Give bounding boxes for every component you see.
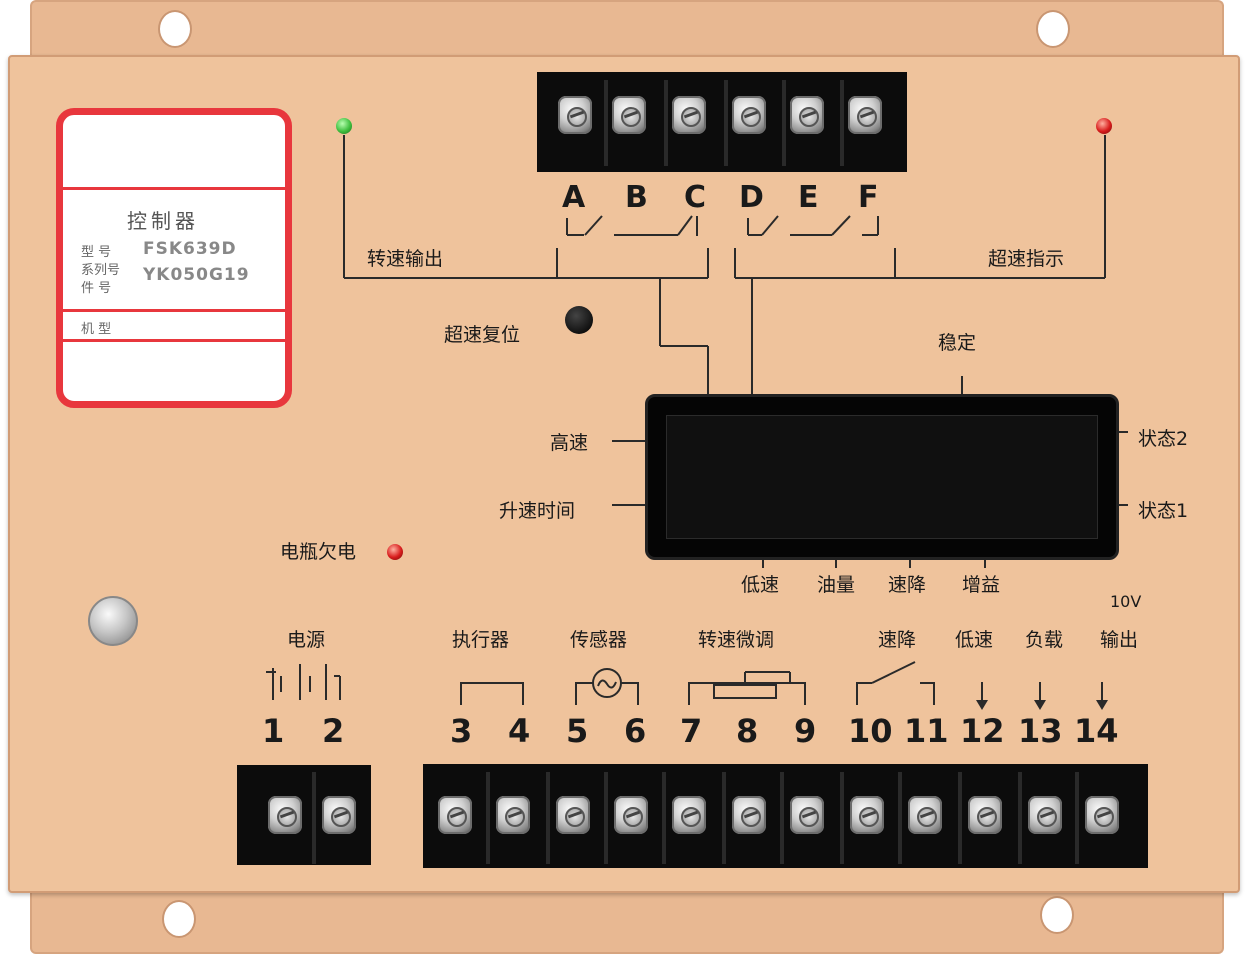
mount-hole — [1036, 10, 1070, 48]
terminal-number-11: 11 — [904, 712, 949, 750]
label-machine-caption: 机 型 — [81, 322, 112, 337]
battery-low-label: 电瓶欠电 — [280, 541, 357, 563]
voltage-label: 10V — [1110, 592, 1142, 611]
terminal-letter-b: B — [625, 180, 648, 215]
gain-label: 增益 — [962, 574, 1001, 596]
terminal-divider — [1018, 772, 1022, 864]
battery-low-led — [387, 544, 403, 560]
label-model-value: FSK639D — [143, 239, 237, 259]
overspeed-reset-button[interactable] — [565, 306, 593, 334]
label-model-caption: 型 号 — [81, 245, 112, 260]
terminal-letter-f: F — [858, 180, 879, 215]
bottom-terminal-screw-2[interactable] — [322, 796, 356, 834]
top-terminal-screw-d[interactable] — [732, 96, 766, 134]
terminal-divider — [840, 80, 844, 166]
bottom-terminal-screw-10[interactable] — [850, 796, 884, 834]
bottom-terminal-screw-4[interactable] — [496, 796, 530, 834]
top-terminal-screw-a[interactable] — [558, 96, 592, 134]
terminal-divider — [546, 772, 550, 864]
terminal-number-9: 9 — [794, 712, 817, 750]
terminal-divider — [486, 772, 490, 864]
droop-adjust-label: 速降 — [888, 574, 927, 596]
mount-hole — [162, 900, 196, 938]
top-terminal-block — [537, 72, 907, 172]
terminal-divider — [958, 772, 962, 864]
terminal-number-13: 13 — [1018, 712, 1063, 750]
terminal-number-3: 3 — [450, 712, 473, 750]
terminal-number-5: 5 — [566, 712, 589, 750]
top-terminal-screw-f[interactable] — [848, 96, 882, 134]
terminal-divider — [312, 772, 316, 864]
terminal-divider — [662, 772, 666, 864]
terminal-number-1: 1 — [262, 712, 285, 750]
low-speed-label: 低速 — [955, 629, 994, 651]
label-part-caption: 件 号 — [81, 281, 112, 296]
terminal-divider — [898, 772, 902, 864]
terminal-letter-d: D — [739, 180, 764, 215]
terminal-divider — [782, 80, 786, 166]
bottom-terminal-screw-13[interactable] — [1028, 796, 1062, 834]
adjustment-window — [645, 394, 1119, 560]
droop-label: 速降 — [878, 629, 917, 651]
terminal-number-12: 12 — [960, 712, 1005, 750]
speed-trim-label: 转速微调 — [698, 629, 775, 651]
terminal-divider — [604, 80, 608, 166]
fuel-label: 油量 — [817, 574, 856, 596]
top-terminal-screw-c[interactable] — [672, 96, 706, 134]
bottom-terminal-screw-3[interactable] — [438, 796, 472, 834]
terminal-letter-a: A — [562, 180, 586, 215]
terminal-number-4: 4 — [508, 712, 531, 750]
overspeed-indicator-label: 超速指示 — [988, 248, 1065, 270]
terminal-divider — [604, 772, 608, 864]
status-2-label: 状态2 — [1138, 428, 1189, 450]
bottom-terminal-screw-1[interactable] — [268, 796, 302, 834]
power-label: 电源 — [287, 629, 326, 651]
speed-output-label: 转速输出 — [367, 248, 444, 270]
terminal-number-14: 14 — [1074, 712, 1119, 750]
terminal-number-8: 8 — [736, 712, 759, 750]
overspeed-led — [1096, 118, 1112, 134]
mount-hole — [158, 10, 192, 48]
bottom-terminal-screw-8[interactable] — [732, 796, 766, 834]
terminal-divider — [724, 80, 728, 166]
low-speed-adjust-label: 低速 — [741, 574, 780, 596]
terminal-divider — [840, 772, 844, 864]
top-terminal-screw-e[interactable] — [790, 96, 824, 134]
label-series-caption: 系列号 — [81, 263, 121, 278]
mount-hole — [1040, 896, 1074, 934]
bottom-terminal-screw-6[interactable] — [614, 796, 648, 834]
stability-label: 稳定 — [938, 332, 977, 354]
bottom-terminal-screw-9[interactable] — [790, 796, 824, 834]
product-label: 控制器 型 号 FSK639D 系列号 YK050G19 件 号 机 型 — [56, 108, 292, 408]
terminal-number-10: 10 — [848, 712, 893, 750]
actuator-label: 执行器 — [452, 629, 510, 651]
terminal-number-2: 2 — [322, 712, 345, 750]
label-series-value: YK050G19 — [143, 265, 250, 285]
load-label: 负载 — [1025, 629, 1064, 651]
output-label: 输出 — [1100, 629, 1139, 651]
terminal-number-7: 7 — [680, 712, 703, 750]
terminal-divider — [722, 772, 726, 864]
top-terminal-screw-b[interactable] — [612, 96, 646, 134]
bottom-terminal-screw-5[interactable] — [556, 796, 590, 834]
bottom-terminal-screw-11[interactable] — [908, 796, 942, 834]
bottom-terminal-screw-12[interactable] — [968, 796, 1002, 834]
bottom-terminal-screw-14[interactable] — [1085, 796, 1119, 834]
ramp-time-label: 升速时间 — [499, 500, 576, 522]
terminal-letter-c: C — [684, 180, 707, 215]
terminal-number-6: 6 — [624, 712, 647, 750]
bottom-terminal-screw-7[interactable] — [672, 796, 706, 834]
terminal-divider — [780, 772, 784, 864]
status-1-label: 状态1 — [1138, 500, 1189, 522]
ground-screw — [88, 596, 138, 646]
overspeed-reset-label: 超速复位 — [444, 324, 521, 346]
terminal-letter-e: E — [798, 180, 819, 215]
sensor-label: 传感器 — [570, 629, 628, 651]
terminal-divider — [664, 80, 668, 166]
terminal-divider — [1075, 772, 1079, 864]
speed-output-led — [336, 118, 352, 134]
high-speed-label: 高速 — [550, 432, 589, 454]
label-title: 控制器 — [127, 209, 199, 233]
